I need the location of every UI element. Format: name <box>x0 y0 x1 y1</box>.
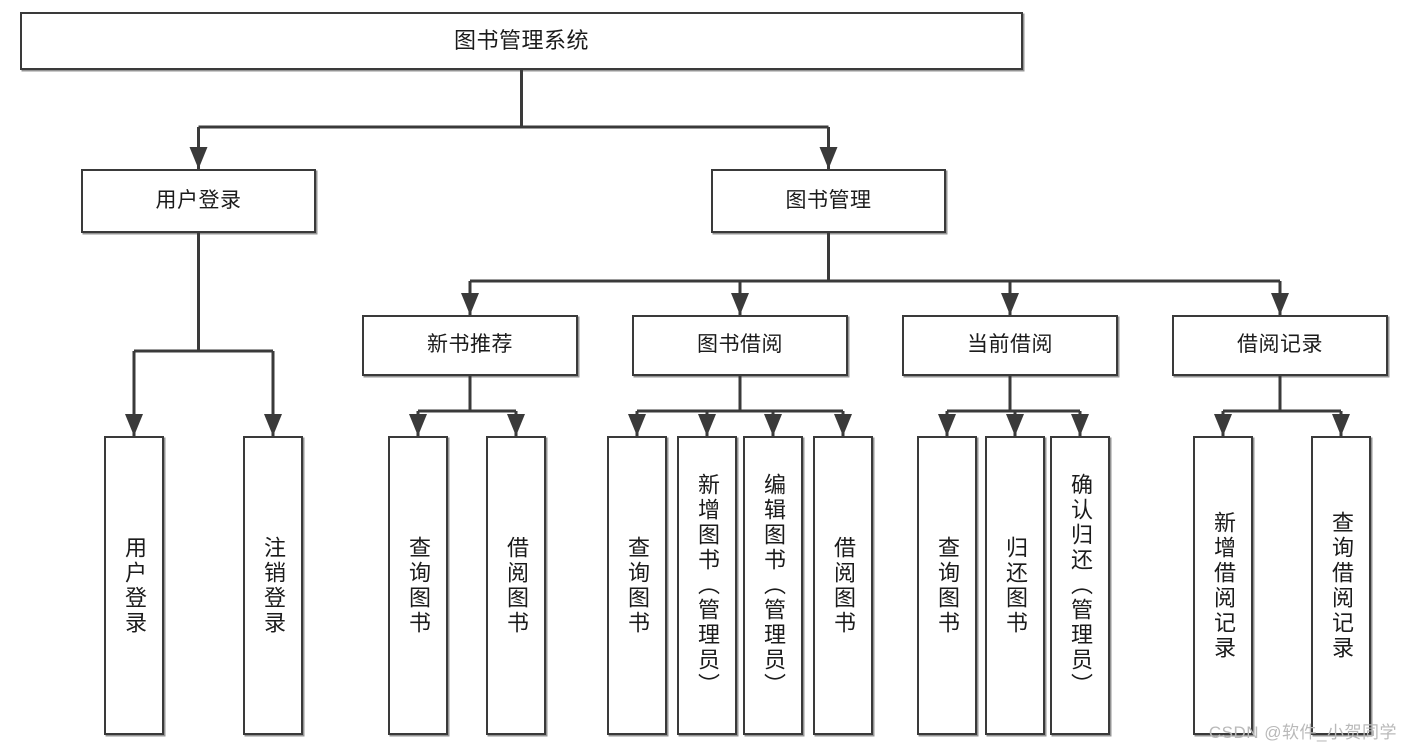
node-leaf-add-record[interactable]: 新增借阅记录 <box>1193 436 1253 735</box>
node-label: 查询借阅记录 <box>1329 510 1354 661</box>
node-label: 注销登录 <box>261 535 286 636</box>
node-label: 图书管理系统 <box>453 28 589 54</box>
node-label: 图书借阅 <box>697 333 783 357</box>
node-label: 归还图书 <box>1003 535 1028 636</box>
node-user-login[interactable]: 用户登录 <box>81 169 316 233</box>
node-label: 图书管理 <box>785 188 872 212</box>
node-leaf-query-book-1[interactable]: 查询图书 <box>388 436 448 735</box>
node-leaf-borrow-book-2[interactable]: 借阅图书 <box>813 436 873 735</box>
node-borrow-record[interactable]: 借阅记录 <box>1172 315 1388 376</box>
node-label: 编辑图书（管理员） <box>761 473 786 698</box>
node-label: 确认归还（管理员） <box>1068 473 1093 698</box>
node-label: 查询图书 <box>935 535 960 636</box>
node-leaf-query-book-2[interactable]: 查询图书 <box>607 436 667 735</box>
node-book-manage[interactable]: 图书管理 <box>711 169 946 233</box>
node-leaf-logout[interactable]: 注销登录 <box>243 436 303 735</box>
node-label: 借阅图书 <box>504 535 529 636</box>
node-label: 新书推荐 <box>427 333 513 357</box>
node-leaf-add-book[interactable]: 新增图书（管理员） <box>677 436 737 735</box>
node-leaf-query-record[interactable]: 查询借阅记录 <box>1311 436 1371 735</box>
node-label: 查询图书 <box>406 535 431 636</box>
node-leaf-borrow-book-1[interactable]: 借阅图书 <box>486 436 546 735</box>
node-label: 借阅记录 <box>1237 333 1323 357</box>
node-current-borrow[interactable]: 当前借阅 <box>902 315 1118 376</box>
node-new-book-rec[interactable]: 新书推荐 <box>362 315 578 376</box>
node-root[interactable]: 图书管理系统 <box>20 12 1023 70</box>
node-label: 借阅图书 <box>831 535 856 636</box>
node-label: 新增借阅记录 <box>1211 510 1236 661</box>
node-leaf-query-book-3[interactable]: 查询图书 <box>917 436 977 735</box>
node-label: 用户登录 <box>155 188 242 212</box>
node-label: 新增图书（管理员） <box>695 473 720 698</box>
node-label: 当前借阅 <box>967 333 1053 357</box>
node-leaf-return-book[interactable]: 归还图书 <box>985 436 1045 735</box>
node-label: 用户登录 <box>122 535 147 636</box>
csdn-watermark: CSDN @软件_小贺同学 <box>1208 723 1397 742</box>
node-leaf-user-login[interactable]: 用户登录 <box>104 436 164 735</box>
node-leaf-confirm-ret[interactable]: 确认归还（管理员） <box>1050 436 1110 735</box>
node-label: 查询图书 <box>625 535 650 636</box>
node-leaf-edit-book[interactable]: 编辑图书（管理员） <box>743 436 803 735</box>
node-book-borrow[interactable]: 图书借阅 <box>632 315 848 376</box>
